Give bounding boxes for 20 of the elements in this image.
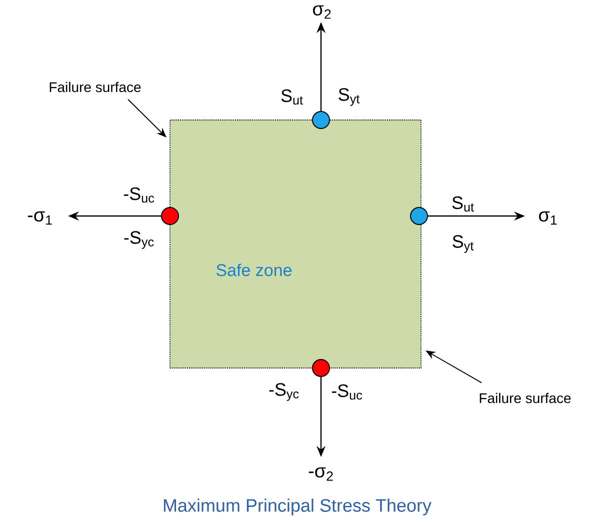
strength-label: -S$_{uc}$: [332, 384, 362, 400]
safe-zone-box: Safe zone: [170, 120, 422, 368]
strength-label: -S$_{yc}$: [124, 231, 154, 249]
stress-point: [312, 111, 330, 129]
stress-point: [312, 359, 330, 377]
caption: Maximum Principal Stress Theory: [164, 498, 432, 516]
strength-label: S$_{yt}$: [452, 235, 474, 253]
strength-label: S$_{yt}$: [338, 88, 360, 106]
axis-label: -σ$_{1}$: [28, 211, 52, 225]
strength-label: S$_{ut}$: [281, 89, 303, 105]
axis-label: σ$_{1}$: [539, 211, 557, 225]
failure-surface-label: Failure surface: [480, 392, 571, 404]
axis-label: -σ$_{2}$: [308, 467, 333, 481]
stress-point: [410, 207, 428, 225]
axis-label: σ$_{2}$: [313, 5, 331, 19]
stress-point: [161, 207, 179, 225]
failure-surface-label: Failure surface: [50, 82, 141, 92]
strength-label: -S$_{uc}$: [124, 187, 154, 203]
strength-label: -S$_{yc}$: [269, 383, 299, 401]
strength-label: S$_{ut}$: [452, 196, 474, 212]
